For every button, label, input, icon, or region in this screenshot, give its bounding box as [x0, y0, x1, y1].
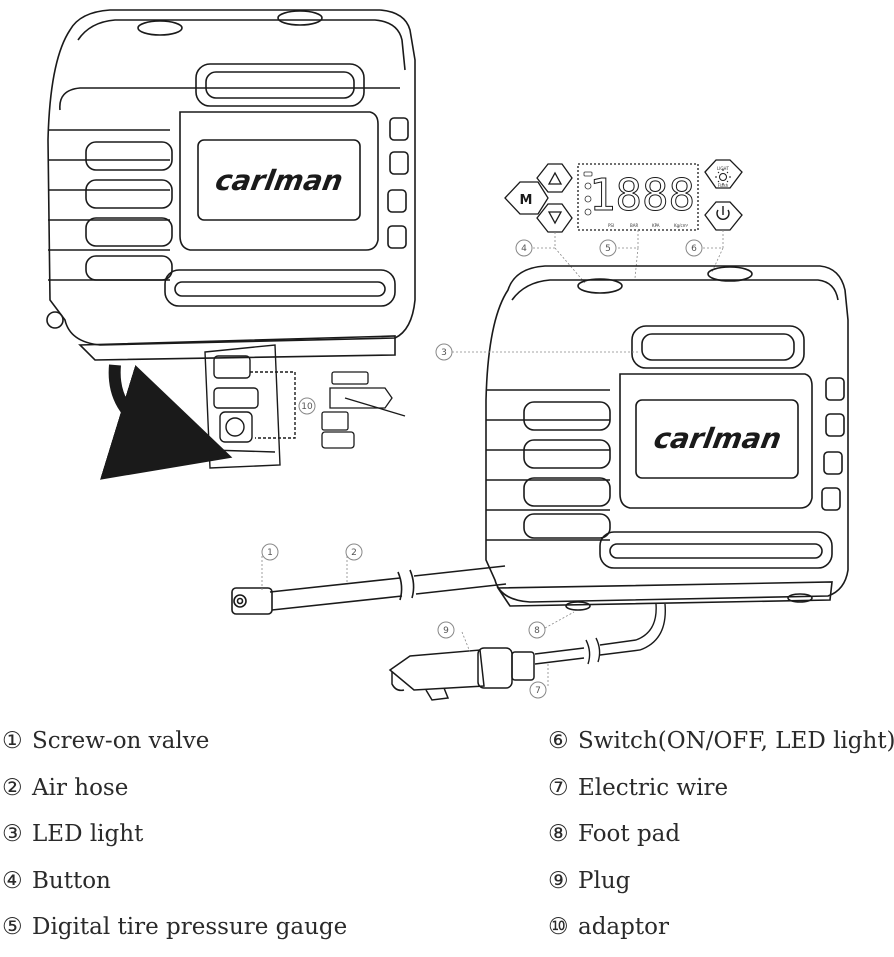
legend-label: adaptor [578, 914, 669, 940]
legend-item-air-hose: ② Air hose [2, 771, 347, 818]
callout-9: 9 [443, 626, 449, 636]
vehicle-mode-icons [583, 171, 593, 216]
legend-num: ② [2, 774, 23, 801]
lcd-unit-bar: BAR [630, 223, 638, 228]
up-button-icon[interactable] [547, 171, 563, 185]
legend-item-gauge: ⑤ Digital tire pressure gauge [2, 910, 347, 957]
led-bar-back [195, 63, 365, 107]
air-hose [231, 565, 507, 615]
callout-6: 6 [691, 244, 697, 254]
callout-8: 8 [534, 626, 540, 636]
callout-7: 7 [535, 686, 541, 696]
legend-item-plug: ⑨ Plug [548, 864, 894, 911]
foot-pad [565, 601, 591, 611]
legend-item-screw-on-valve: ① Screw-on valve [2, 724, 347, 771]
mode-button[interactable]: M [520, 193, 533, 208]
legend-item-adaptor: ⑩ adaptor [548, 910, 894, 957]
legend-label: Foot pad [578, 821, 681, 847]
callout-3: 3 [441, 348, 447, 358]
legend-item-button: ④ Button [2, 864, 347, 911]
logo-plate-back [197, 139, 361, 221]
down-button-icon[interactable] [547, 211, 563, 225]
legend-label: Plug [578, 867, 631, 894]
callout-5: 5 [605, 244, 611, 254]
legend-label: Button [32, 867, 111, 894]
legend-label: LED light [32, 821, 144, 847]
legend-num: ① [2, 728, 23, 754]
flash-label: Flash [718, 183, 729, 188]
adaptor-set [321, 371, 406, 449]
lcd-unit-kpa: KPA [652, 223, 660, 228]
legend-item-foot-pad: ⑧ Foot pad [548, 817, 894, 864]
callout-2: 2 [351, 548, 357, 558]
legend-num: ③ [2, 821, 23, 847]
sun-icon [715, 169, 731, 185]
legend-item-led-light: ③ LED light [2, 817, 347, 864]
legend-label: Switch(ON/OFF, LED light) [578, 728, 894, 754]
callout-1: 1 [267, 548, 273, 558]
legend-num: ⑨ [548, 867, 569, 894]
legend-item-electric-wire: ⑦ Electric wire [548, 771, 894, 818]
power-icon[interactable] [716, 206, 730, 220]
led-bar-front [631, 325, 805, 369]
legend-num: ⑧ [548, 821, 569, 847]
adaptor-storage-panel [204, 344, 296, 469]
legend-right: ⑥ Switch(ON/OFF, LED light) ⑦ Electric wir… [548, 724, 894, 957]
callout-10: 10 [301, 402, 313, 412]
product-diagram: carlman 10 M 1888 PSI BAR KPA Kg/cm² [46, 9, 849, 701]
logo-plate-front [635, 399, 799, 479]
brand-logo-back: carlman [213, 164, 346, 197]
lcd-digits: 1888 [589, 170, 695, 221]
legend-num: ⑥ [548, 728, 569, 754]
legend-label: Air hose [32, 774, 129, 801]
light-label: LIGHT [717, 166, 730, 171]
brand-logo-front: carlman [651, 422, 784, 455]
electric-wire [534, 603, 666, 665]
lcd-unit-kgcm: Kg/cm² [674, 223, 689, 228]
legend-label: Digital tire pressure gauge [32, 914, 348, 940]
legend-num: ⑤ [2, 914, 23, 940]
legend-num: ④ [2, 867, 23, 894]
callout-4: 4 [521, 244, 527, 254]
legend-label: Electric wire [578, 774, 729, 801]
legend-item-switch: ⑥ Switch(ON/OFF, LED light) [548, 724, 894, 771]
cigarette-plug [388, 647, 535, 701]
lcd-unit-psi: PSI [608, 223, 614, 228]
legend-label: Screw-on valve [32, 728, 210, 754]
rotate-arrow [99, 364, 233, 480]
legend-left: ① Screw-on valve ② Air hose ③ LED light ④ Bu… [2, 724, 347, 957]
compressor-back-view [46, 9, 416, 361]
screw-on-valve [231, 587, 273, 615]
legend-num: ⑦ [548, 774, 569, 801]
compressor-front-view [485, 265, 849, 611]
legend-num: ⑩ [548, 914, 569, 940]
